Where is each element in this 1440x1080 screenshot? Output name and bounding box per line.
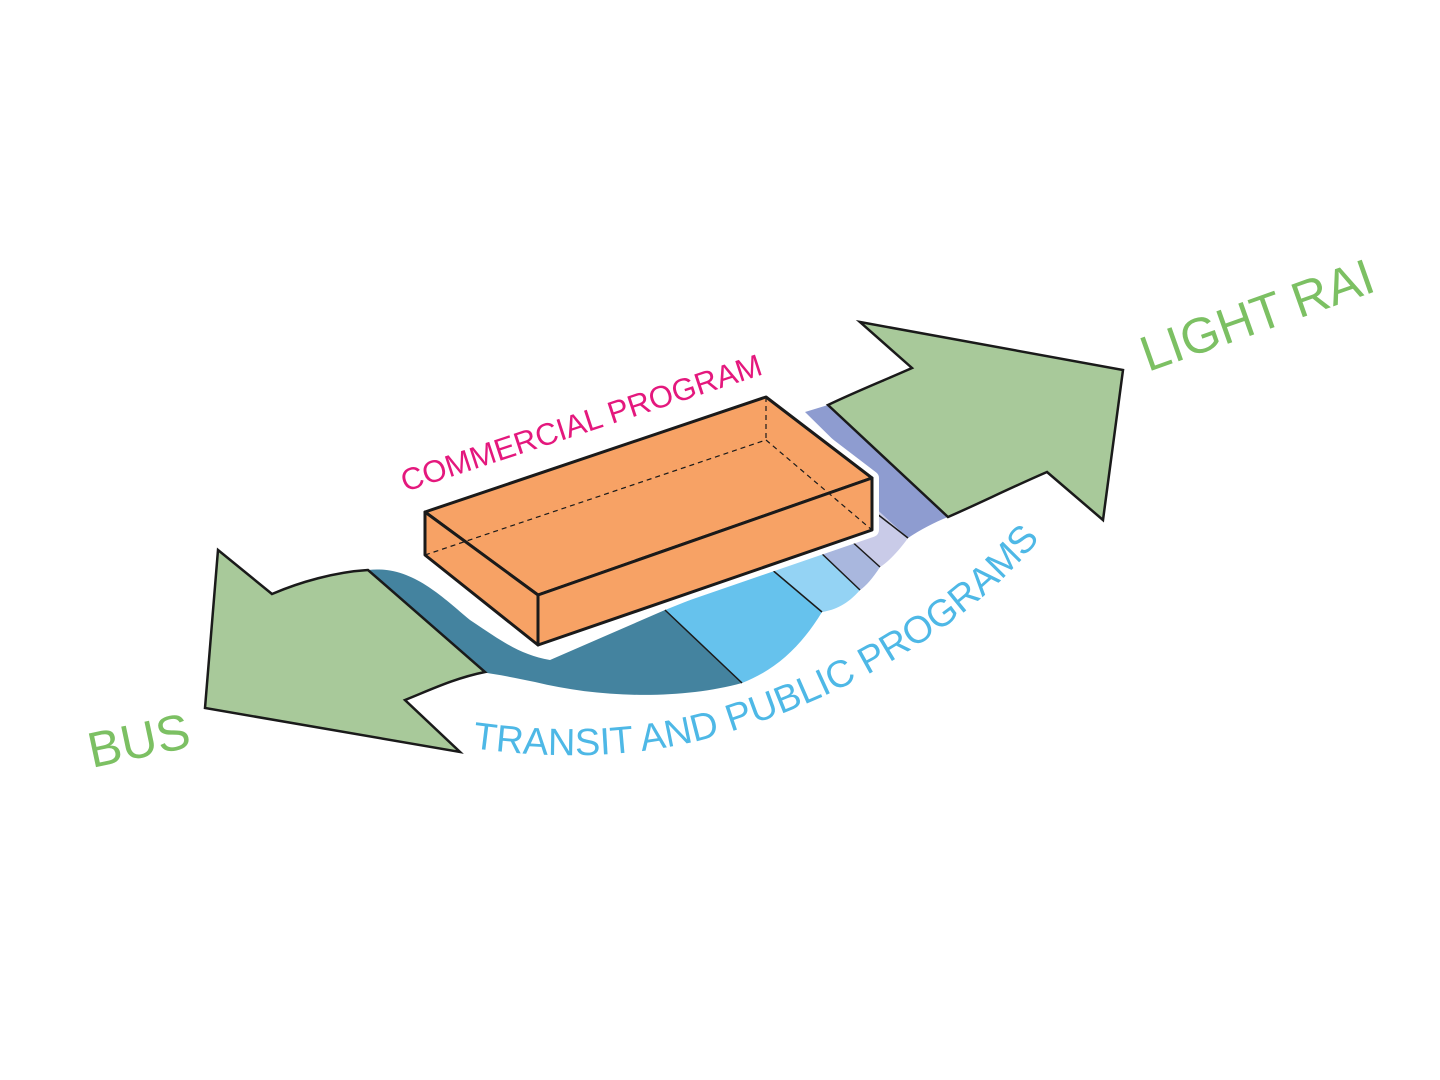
light-rail-arrow (825, 319, 1125, 523)
box-hidden-edges (424, 397, 873, 556)
band-indigo (805, 405, 948, 538)
commercial-box (418, 390, 879, 652)
band-light-blue (770, 550, 860, 612)
band-blue (665, 568, 822, 683)
bus-label: BUS (83, 703, 195, 779)
bus-arrow (203, 547, 488, 754)
light-rail-text: LIGHT RAIL (0, 0, 1381, 382)
light-rail-label: LIGHT RAIL (0, 0, 1381, 382)
band-periwinkle (818, 538, 880, 590)
